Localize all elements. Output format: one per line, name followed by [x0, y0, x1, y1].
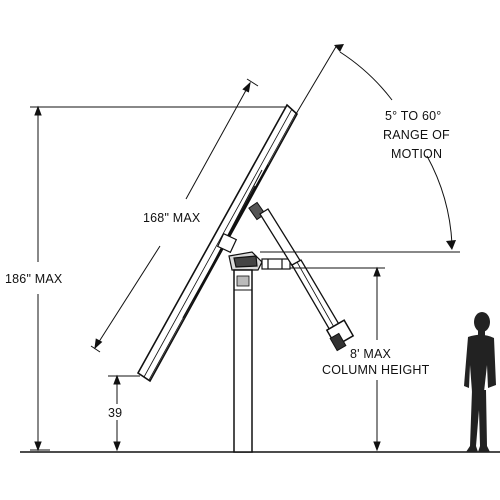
panel-length-dimension	[90, 78, 259, 353]
panel-length-label: 168" MAX	[143, 211, 201, 225]
pivot-mount	[216, 232, 291, 271]
ground-clearance-label: 39	[108, 406, 122, 420]
support-column	[233, 269, 253, 453]
solar-panel	[136, 103, 299, 383]
overall-height-dimension	[30, 105, 290, 452]
motion-range-arc	[260, 44, 460, 253]
range-label-line3: MOTION	[391, 147, 442, 161]
column-height-label-line2: COLUMN HEIGHT	[322, 363, 430, 377]
ground-clearance-dimension	[108, 374, 140, 452]
overall-height-label: 186" MAX	[5, 272, 63, 286]
range-label-line2: RANGE OF	[383, 128, 450, 142]
column-height-dimension	[290, 266, 385, 452]
human-scale-figure	[464, 312, 496, 452]
range-label-line1: 5° TO 60°	[385, 109, 442, 123]
column-height-label-line1: 8' MAX	[350, 347, 392, 361]
linear-actuator	[248, 201, 355, 352]
